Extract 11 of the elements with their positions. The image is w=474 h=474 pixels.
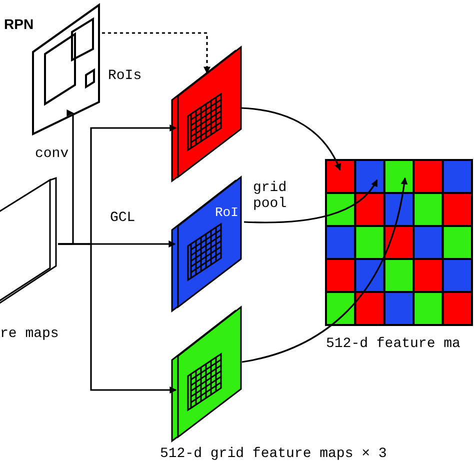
arrow bbox=[244, 179, 378, 224]
node-label: 512-d feature ma bbox=[326, 336, 460, 352]
region-label: RoI bbox=[215, 206, 238, 221]
arrow bbox=[240, 107, 341, 171]
arrow bbox=[102, 32, 210, 74]
panel-title: RPN bbox=[4, 16, 34, 32]
arrow bbox=[58, 243, 177, 394]
arrow bbox=[242, 177, 408, 363]
node-label: re maps bbox=[0, 326, 59, 342]
node-label: RoIs bbox=[108, 68, 142, 84]
caption: 512-d grid feature maps × 3 bbox=[160, 446, 387, 462]
